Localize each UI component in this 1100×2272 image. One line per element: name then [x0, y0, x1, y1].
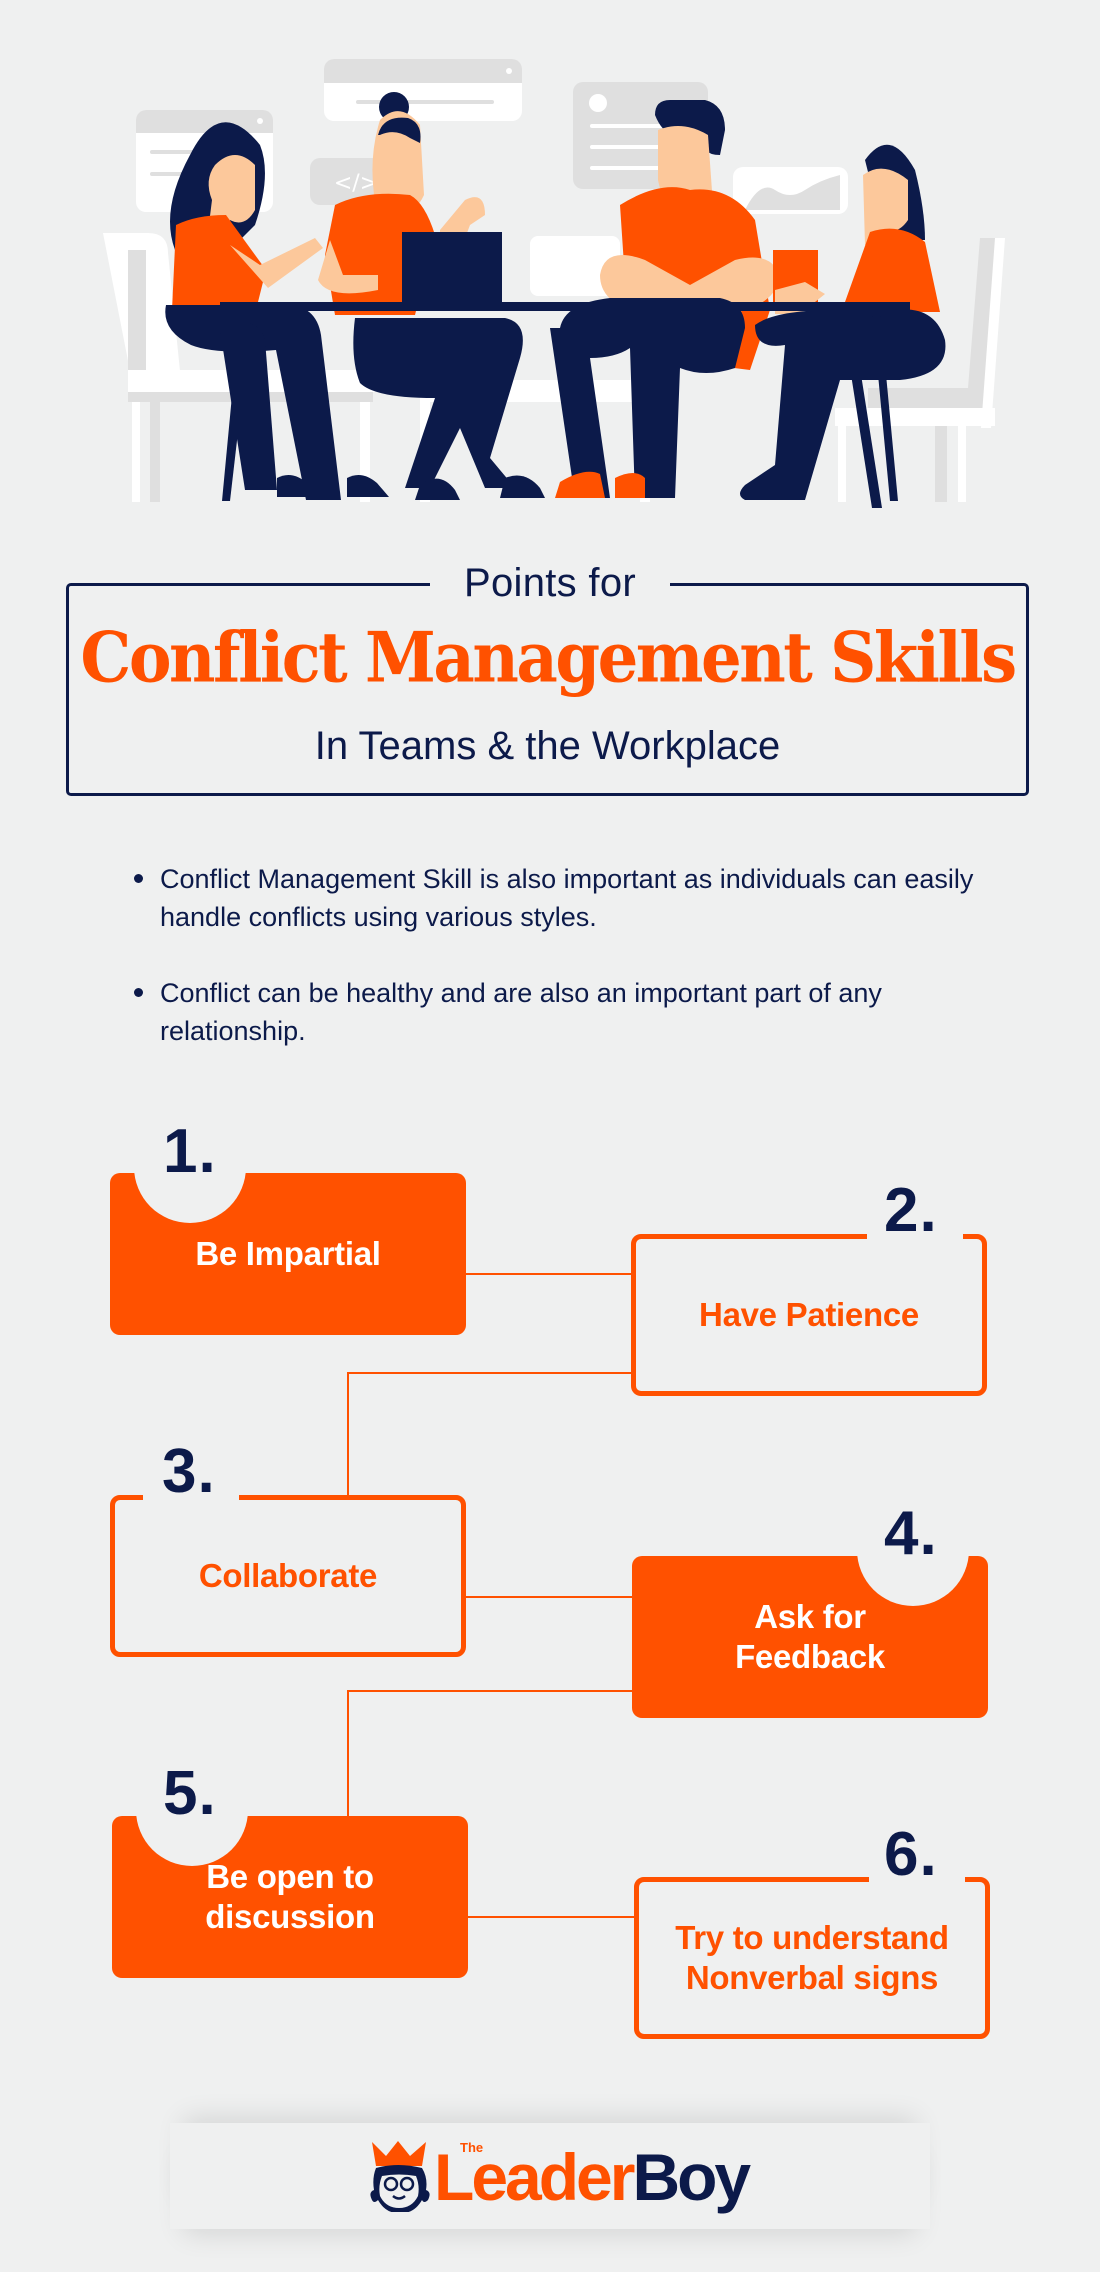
crowned-boy-icon — [370, 2141, 430, 2212]
person-man-center — [550, 100, 780, 498]
step-2-label: Have Patience — [699, 1296, 919, 1333]
step-4-number: 4. — [884, 1499, 938, 1568]
step-3-number: 3. — [162, 1437, 216, 1506]
logo-wordmark: LeaderBoy — [434, 2144, 751, 2210]
bullet-item: Conflict Management Skill is also import… — [132, 860, 1012, 936]
step-5-label: Be open to discussion — [205, 1858, 375, 1935]
connector-2-3-vertical — [347, 1372, 349, 1497]
bullet-text: Conflict Management Skill is also import… — [160, 864, 974, 932]
step-2-card: Have Patience — [631, 1232, 987, 1396]
connector-3-4 — [466, 1596, 636, 1598]
step-2-number: 2. — [884, 1176, 938, 1245]
step-6-label: Try to understand Nonverbal signs — [675, 1919, 949, 1996]
footer-band — [170, 2123, 930, 2229]
connector-2-3-horizontal — [347, 1372, 636, 1374]
bullet-dot-icon — [134, 874, 143, 883]
step-3-card: Collaborate — [110, 1493, 466, 1657]
person-woman-bun — [318, 92, 545, 500]
bullet-item: Conflict can be healthy and are also an … — [132, 974, 1012, 1050]
step-number-gap — [143, 1493, 239, 1503]
step-6-number: 6. — [884, 1820, 938, 1889]
logo-the-text: The — [460, 2140, 484, 2155]
step-1-number: 1. — [163, 1117, 217, 1186]
step-number-gap — [869, 1875, 965, 1885]
step-5-card: Be open to discussion — [112, 1754, 468, 1978]
title-kicker: Points for — [430, 555, 670, 611]
step-1-label: Be Impartial — [195, 1235, 381, 1272]
step-5-number: 5. — [163, 1759, 217, 1828]
intro-bullet-list: Conflict Management Skill is also import… — [132, 860, 1012, 1088]
logo-leader-text: Leader — [434, 2140, 635, 2214]
step-number-notch — [857, 1494, 969, 1606]
table — [220, 302, 910, 501]
person-woman-left — [165, 122, 389, 500]
step-number-gap — [867, 1232, 963, 1242]
page-subtitle: In Teams & the Workplace — [314, 724, 781, 768]
connector-5-6 — [467, 1916, 637, 1918]
step-4-label: Ask for Feedback — [735, 1598, 885, 1675]
connector-4-5-vertical — [347, 1690, 349, 1818]
person-woman-right — [740, 144, 946, 508]
step-3-label: Collaborate — [198, 1557, 378, 1594]
step-number-notch — [136, 1754, 248, 1866]
logo-boy-text: Boy — [632, 2140, 751, 2214]
step-number-notch — [134, 1111, 246, 1223]
step-6-card: Try to understand Nonverbal signs — [634, 1875, 990, 2039]
code-icon: </> — [334, 171, 378, 196]
bullet-dot-icon — [134, 988, 143, 997]
step-4-card: Ask for Feedback — [632, 1494, 988, 1718]
connector-1-2 — [466, 1273, 636, 1275]
connector-4-5-horizontal — [347, 1690, 636, 1692]
bullet-text: Conflict can be healthy and are also an … — [160, 978, 882, 1046]
page-title: Conflict Management Skills — [80, 617, 1017, 699]
step-1-card: Be Impartial — [110, 1111, 466, 1335]
team-meeting-illustration: </> — [103, 59, 1005, 508]
